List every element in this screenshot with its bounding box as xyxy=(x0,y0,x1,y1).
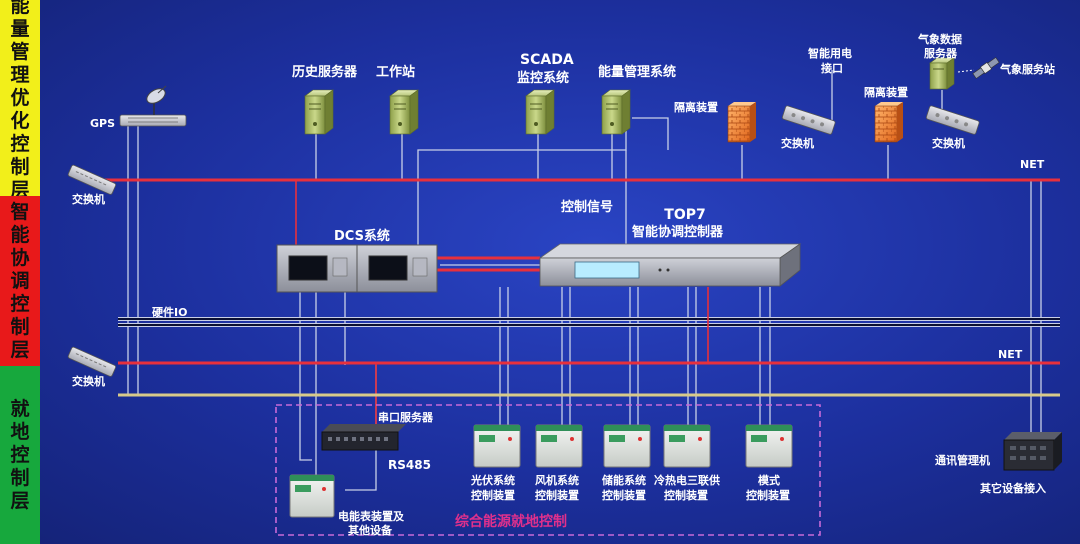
wind-control-device-icon xyxy=(535,424,583,468)
mode-label-2: 控制装置 xyxy=(746,489,790,502)
layer-char: 优 xyxy=(10,86,30,109)
server-icon-scada xyxy=(525,89,555,135)
weather-data-label-2: 服务器 xyxy=(924,47,957,60)
meter-label-2: 其他设备 xyxy=(348,524,392,537)
gps-antenna-icon xyxy=(119,85,187,127)
hardwire-io-label: 硬件IO xyxy=(152,306,188,319)
layer-char: 层 xyxy=(10,489,30,512)
net-top-label: NET xyxy=(1020,158,1045,171)
hardwire-io-bus xyxy=(118,317,1060,327)
layer-char: 控 xyxy=(10,443,30,466)
layer-char: 就 xyxy=(10,397,30,420)
isolation-label-2: 隔离装置 xyxy=(864,86,908,99)
local-control-group xyxy=(275,404,821,536)
isolation-label-1: 隔离装置 xyxy=(674,101,718,114)
switch-mid-label: 交换机 xyxy=(72,375,105,388)
cchp-label-2: 控制装置 xyxy=(664,489,708,502)
layer-char: 制 xyxy=(10,466,30,489)
layer-char: 制 xyxy=(10,155,30,178)
storage-label-2: 控制装置 xyxy=(602,489,646,502)
layer-coordination-band: 智 能 协 调 控 制 层 xyxy=(0,196,40,366)
wind-label-2: 控制装置 xyxy=(535,489,579,502)
layer-char: 地 xyxy=(10,420,30,443)
top7-label-2: 智能协调控制器 xyxy=(632,225,724,240)
firewall-icon-1 xyxy=(727,102,756,143)
layer-char: 化 xyxy=(10,109,30,132)
control-signal-label: 控制信号 xyxy=(561,200,614,215)
server-icon-weather xyxy=(929,57,955,90)
meter-device-icon xyxy=(289,474,335,518)
comm-manager-label: 通讯管理机 xyxy=(935,454,990,467)
local-control-label: 综合能源就地控制 xyxy=(455,514,567,530)
gps-label: GPS xyxy=(90,117,116,130)
dcs-panel-icon xyxy=(276,244,438,293)
pv-label-2: 控制装置 xyxy=(471,489,515,502)
switch-icon-net2 xyxy=(925,105,980,135)
wireless-link xyxy=(957,69,975,73)
power-interface-label-1: 智能用电 xyxy=(808,47,852,60)
pv-label-1: 光伏系统 xyxy=(471,474,515,487)
layer-char: 层 xyxy=(10,338,30,361)
switch-net2-label: 交换机 xyxy=(932,137,965,150)
ems-label: 能量管理系统 xyxy=(598,65,677,80)
serial-server-icon xyxy=(321,424,406,451)
weather-data-label-1: 气象数据 xyxy=(918,33,962,46)
switch-top-label: 交换机 xyxy=(72,193,105,206)
switch-icon-net1 xyxy=(781,105,836,135)
net-bottom-label: NET xyxy=(998,348,1023,361)
layer-optimization-band: 能 量 管 理 优 化 控 制 层 xyxy=(0,0,40,201)
layer-char: 层 xyxy=(10,178,30,201)
net-bus xyxy=(100,178,1060,365)
meter-label-1: 电能表装置及 xyxy=(338,510,404,523)
switch-icon-top xyxy=(67,164,117,195)
layer-char: 能 xyxy=(10,0,30,17)
other-devices-label: 其它设备接入 xyxy=(980,482,1046,495)
wind-label-1: 风机系统 xyxy=(535,474,579,487)
layer-char: 能 xyxy=(10,223,30,246)
satellite-icon xyxy=(972,57,1000,79)
firewall-icon-2 xyxy=(874,102,903,143)
mode-control-device-icon xyxy=(745,424,793,468)
rs485-label: RS485 xyxy=(388,458,431,472)
top7-controller-icon xyxy=(538,243,802,287)
server-icon-ems xyxy=(601,89,631,135)
layer-char: 量 xyxy=(10,17,30,40)
power-interface-label-2: 接口 xyxy=(821,62,843,75)
weather-station-label: 气象服务站 xyxy=(1000,63,1055,76)
comm-manager-icon xyxy=(1003,432,1062,471)
layer-char: 协 xyxy=(10,246,30,269)
server-icon-workstation xyxy=(389,89,419,135)
layer-char: 调 xyxy=(10,269,30,292)
layer-char: 管 xyxy=(10,40,30,63)
layer-char: 智 xyxy=(10,200,30,223)
top7-label-1: TOP7 xyxy=(664,207,706,223)
pv-control-device-icon xyxy=(473,424,521,468)
layer-char: 制 xyxy=(10,315,30,338)
cchp-label-1: 冷热电三联供 xyxy=(654,474,720,487)
switch-net1-label: 交换机 xyxy=(781,137,814,150)
layer-char: 控 xyxy=(10,292,30,315)
dcs-label: DCS系统 xyxy=(334,229,390,244)
scada-label-2: 监控系统 xyxy=(517,71,570,86)
serial-server-label: 串口服务器 xyxy=(378,411,433,424)
layer-char: 控 xyxy=(10,132,30,155)
mode-label-1: 模式 xyxy=(758,474,780,487)
storage-label-1: 储能系统 xyxy=(602,474,646,487)
cchp-control-device-icon xyxy=(663,424,711,468)
switch-icon-mid xyxy=(67,346,117,377)
layer-char: 理 xyxy=(10,63,30,86)
layer-local-band: 就 地 控 制 层 xyxy=(0,366,40,544)
history-server-label: 历史服务器 xyxy=(292,65,358,80)
storage-control-device-icon xyxy=(603,424,651,468)
server-icon-history xyxy=(304,89,334,135)
workstation-label: 工作站 xyxy=(376,65,416,80)
scada-label-1: SCADA xyxy=(520,52,574,68)
